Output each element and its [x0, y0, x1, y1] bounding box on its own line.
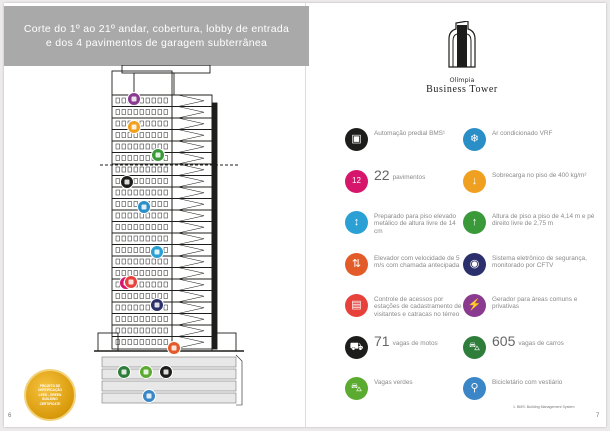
brand-logo: Olímpia Business Tower — [408, 20, 516, 95]
feature-text: Preparado para piso elevado metálico de … — [374, 213, 457, 235]
icon-glyph — [171, 345, 177, 351]
feature-text: Altura de piso a piso de 4,14 m e pé dir… — [492, 213, 595, 228]
feature-text: vagas de motos — [392, 339, 438, 347]
seal-line: CERTIFICAÇÃO — [37, 388, 63, 393]
feature-item: ⇅ Elevador com velocidade de 5 m/s com ch… — [345, 252, 463, 295]
car-icon: ⛍ — [463, 335, 486, 359]
icon-glyph — [154, 302, 160, 308]
feature-item: ⚲ Bicicletário com vestiário — [463, 377, 595, 419]
building-cross-section — [94, 65, 244, 406]
seal-line: BUILDING — [42, 397, 58, 402]
camera-icon: ◉ — [463, 252, 486, 276]
icon-glyph — [146, 393, 152, 399]
feature-text-block: Vagas verdes — [374, 377, 413, 386]
certification-seal: PROJETO DE CERTIFICAÇÃO LEED - GREEN BUI… — [24, 369, 76, 421]
icon-glyph — [163, 369, 169, 375]
feature-item: ❄ Ar condicionado VRF — [463, 128, 595, 170]
arrow-up-icon: ↑ — [463, 211, 486, 234]
seal-line: PROJETO DE — [39, 383, 61, 388]
monitor-icon: ▣ — [345, 128, 368, 151]
green-car-icon: ⛍ — [345, 377, 368, 400]
feature-text-block: Elevador com velocidade de 5 m/s com cha… — [374, 253, 463, 270]
feature-text: Ar condicionado VRF — [492, 130, 553, 137]
features-grid: ▣ Automação predial BMS¹ ❄ Ar condicionado … — [345, 128, 595, 419]
motorcycle-icon: ⛟ — [345, 335, 368, 359]
feature-text: Sobrecarga no piso de 400 kg/m² — [492, 171, 587, 179]
icon-glyph — [124, 179, 130, 185]
page-number-left: 6 — [8, 413, 12, 419]
icon-glyph — [143, 369, 149, 375]
icon-glyph — [154, 249, 160, 255]
banner-line-2: e dos 4 pavimentos de garagem subterrâne… — [45, 37, 268, 49]
icon-glyph — [128, 279, 134, 285]
feature-text: vagas de carros — [518, 339, 564, 347]
icon-glyph — [141, 204, 147, 210]
feature-text: Bicicletário com vestiário — [492, 379, 563, 386]
feature-item: ◉ Sistema eletrônico de segurança, monito… — [463, 252, 595, 295]
icon-glyph — [131, 96, 137, 102]
tower-logo-icon — [448, 20, 476, 68]
arrow-down-icon: ↓ — [463, 169, 486, 193]
bicycle-icon: ⚲ — [463, 377, 486, 400]
feature-item: ↕ Preparado para piso elevado metálico de… — [345, 211, 463, 253]
seal-line: CERTIFICATE — [39, 401, 61, 406]
calendar-icon: 12 — [345, 169, 368, 193]
feature-item: ↑ Altura de piso a piso de 4,14 m e pé di… — [463, 211, 595, 253]
brochure-spread: Corte do 1º ao 21º andar, cobertura, lob… — [4, 3, 606, 427]
feature-item: ↓ Sobrecarga no piso de 400 kg/m² — [463, 169, 595, 212]
page-number-right: 7 — [596, 413, 600, 419]
raised-floor-icon: ↕ — [345, 211, 368, 234]
feature-number: 22 — [374, 166, 390, 183]
logo-name: Olímpia — [449, 76, 475, 84]
feature-text-block: Altura de piso a piso de 4,14 m e pé dir… — [492, 211, 595, 228]
snowflake-icon: ❄ — [463, 128, 486, 151]
feature-text: Sistema eletrônico de segurança, monitor… — [492, 254, 587, 269]
feature-text: pavimentos — [392, 173, 426, 181]
feature-text-block: Bicicletário com vestiário — [492, 377, 562, 386]
feature-text: Automação predial BMS¹ — [374, 130, 446, 137]
elevator-icon: ⇅ — [345, 252, 368, 276]
feature-text: Vagas verdes — [374, 379, 413, 386]
feature-text-block: Ar condicionado VRF — [492, 128, 552, 137]
access-card-icon: ▤ — [345, 294, 368, 317]
banner-line-1: Corte do 1º ao 21º andar, cobertura, lob… — [23, 23, 290, 35]
feature-text: Gerador para áreas comuns e privativas — [492, 296, 578, 311]
feature-text-block: Sobrecarga no piso de 400 kg/m² — [492, 170, 587, 179]
icon-glyph — [131, 124, 137, 130]
feature-text-block: Gerador para áreas comuns e privativas — [492, 294, 595, 311]
page-fold — [305, 3, 306, 427]
feature-number: 605 — [492, 332, 516, 349]
footnote: 1. BMS: Building Management System — [513, 405, 575, 409]
feature-text-block: Preparado para piso elevado metálico de … — [374, 211, 463, 235]
feature-item: ▣ Automação predial BMS¹ — [345, 128, 463, 170]
seal-line: LEED - GREEN — [38, 392, 62, 397]
feature-text-block: Automação predial BMS¹ — [374, 128, 445, 137]
feature-number: 71 — [374, 332, 390, 349]
feature-text: Controle de acessos por estações de cada… — [374, 296, 462, 318]
feature-text-block: Sistema eletrônico de segurança, monitor… — [492, 253, 595, 270]
feature-text: Elevador com velocidade de 5 m/s com cha… — [374, 254, 460, 269]
generator-icon: ⚡ — [463, 294, 486, 317]
feature-text-block: Controle de acessos por estações de cada… — [374, 294, 463, 318]
feature-item: ▤ Controle de acessos por estações de cad… — [345, 294, 463, 336]
feature-item: ⚡ Gerador para áreas comuns e privativas — [463, 294, 595, 336]
icon-glyph — [121, 369, 127, 375]
section-banner: Corte do 1º ao 21º andar, cobertura, lob… — [4, 6, 309, 66]
icon-glyph — [155, 152, 161, 158]
feature-item: ⛍ Vagas verdes — [345, 377, 463, 419]
logo-tagline: Business Tower — [426, 84, 498, 95]
